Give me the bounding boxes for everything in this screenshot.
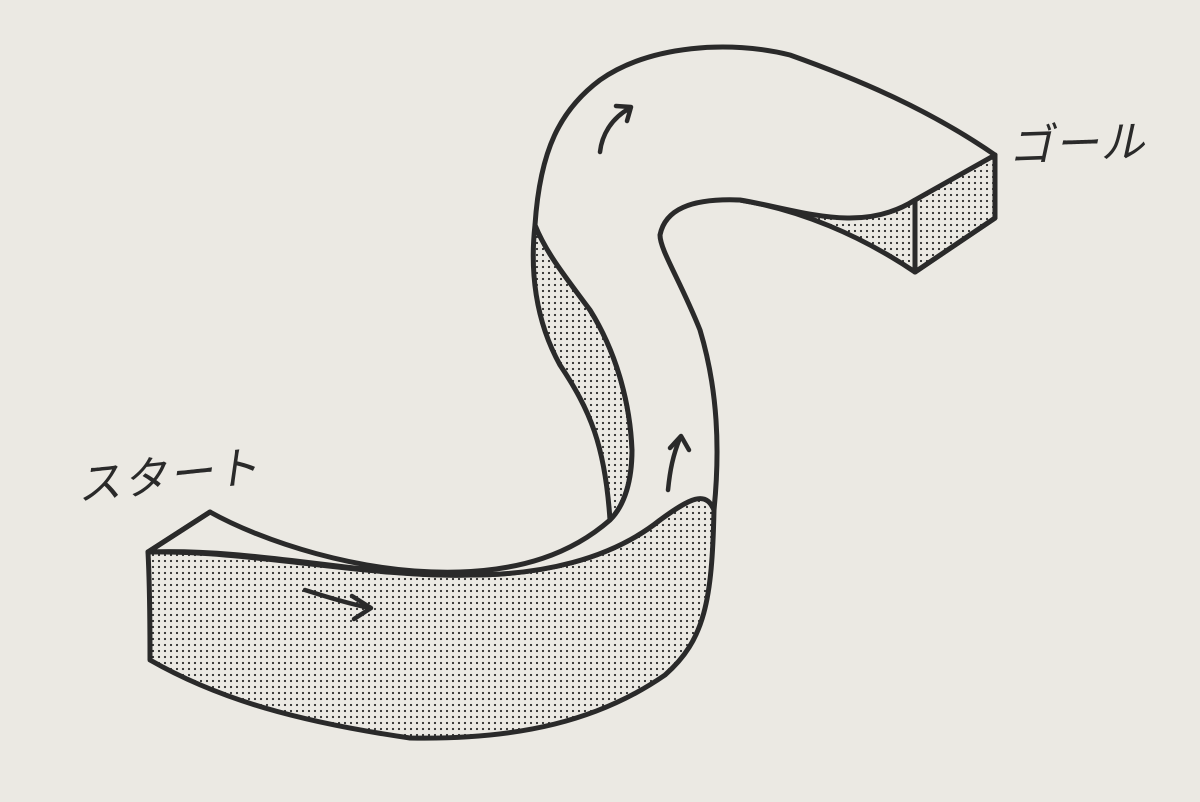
goal-label: ゴール	[1007, 116, 1148, 173]
arrow-up-icon	[665, 433, 692, 493]
arrow-right-icon	[302, 587, 374, 622]
start-end-top-edge	[145, 509, 213, 555]
arrow-up-curved-icon	[597, 103, 634, 155]
track-top-surface	[145, 44, 998, 578]
